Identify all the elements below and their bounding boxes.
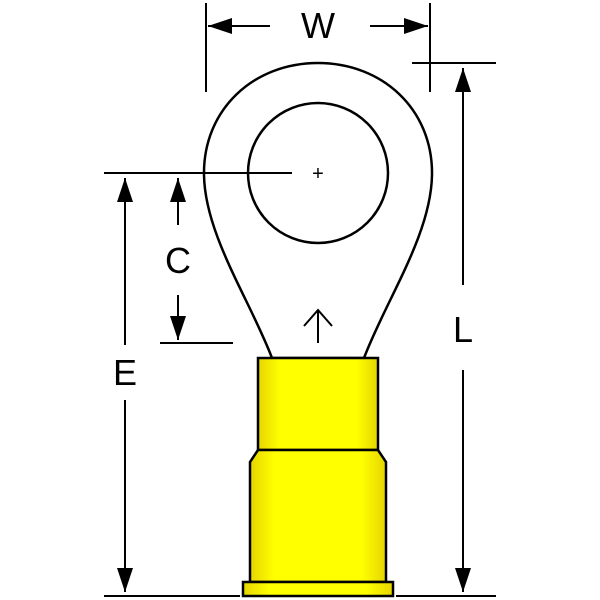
label-c: C xyxy=(165,240,191,281)
dimension-l: L xyxy=(396,62,496,597)
dimension-w: W xyxy=(205,3,431,92)
ring-tongue: + xyxy=(202,61,434,360)
label-e: E xyxy=(113,352,137,393)
barrel-flange xyxy=(241,580,395,598)
barrel-upper xyxy=(256,356,380,452)
barrel-lower xyxy=(248,448,388,584)
up-arrow-icon xyxy=(303,308,333,343)
dimension-c: C xyxy=(160,178,233,344)
insulation-sleeve xyxy=(241,356,395,598)
label-l: L xyxy=(453,309,473,350)
dimension-e: E xyxy=(104,178,240,597)
center-mark: + xyxy=(312,163,324,185)
label-w: W xyxy=(301,5,335,46)
